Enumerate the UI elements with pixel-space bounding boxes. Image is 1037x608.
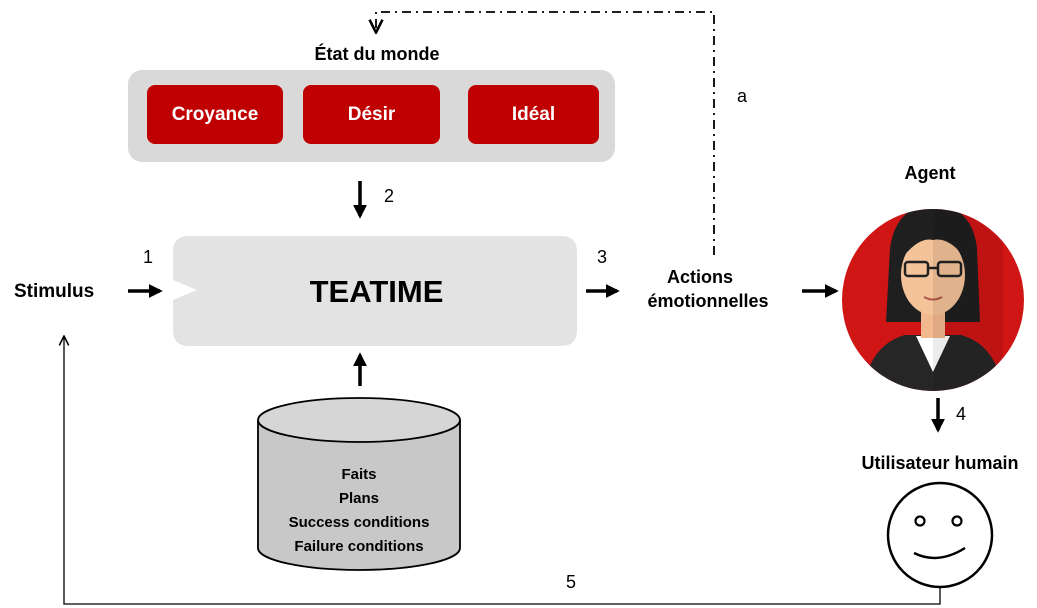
user-smiley bbox=[886, 481, 994, 589]
desire-block: Désir bbox=[303, 85, 440, 144]
teatime-box bbox=[173, 236, 577, 346]
world-state-title: État du monde bbox=[314, 44, 440, 64]
kb-item-success: Success conditions bbox=[288, 514, 430, 531]
user-title: Utilisateur humain bbox=[861, 453, 1019, 473]
arrow-label-3: 3 bbox=[597, 247, 608, 267]
arrow-label-5: 5 bbox=[566, 572, 577, 592]
kb-item-failure: Failure conditions bbox=[294, 538, 424, 555]
actions-label-line2: émotionnelles bbox=[647, 291, 769, 311]
arrow-label-4: 4 bbox=[956, 404, 967, 424]
arrow-label-1: 1 bbox=[143, 247, 154, 267]
teatime-label: TEATIME bbox=[309, 274, 444, 309]
arrow-actions-to-world bbox=[376, 11, 715, 255]
belief-block: Croyance bbox=[147, 85, 283, 144]
arrow-label-2: 2 bbox=[384, 186, 395, 206]
actions-label-line1: Actions bbox=[666, 267, 733, 287]
arrow-label-a: a bbox=[737, 86, 748, 106]
agent-title: Agent bbox=[904, 163, 956, 183]
agent-avatar bbox=[842, 209, 1024, 391]
arrow-user-to-stimulus bbox=[64, 336, 941, 605]
kb-item-plans: Plans bbox=[338, 490, 380, 507]
stimulus-label: Stimulus bbox=[14, 281, 95, 302]
knowledge-base-list: Faits Plans Success conditions Failure c… bbox=[258, 463, 460, 559]
ideal-block: Idéal bbox=[468, 85, 599, 144]
knowledge-base-cylinder bbox=[257, 397, 461, 571]
kb-item-facts: Faits bbox=[341, 466, 377, 483]
